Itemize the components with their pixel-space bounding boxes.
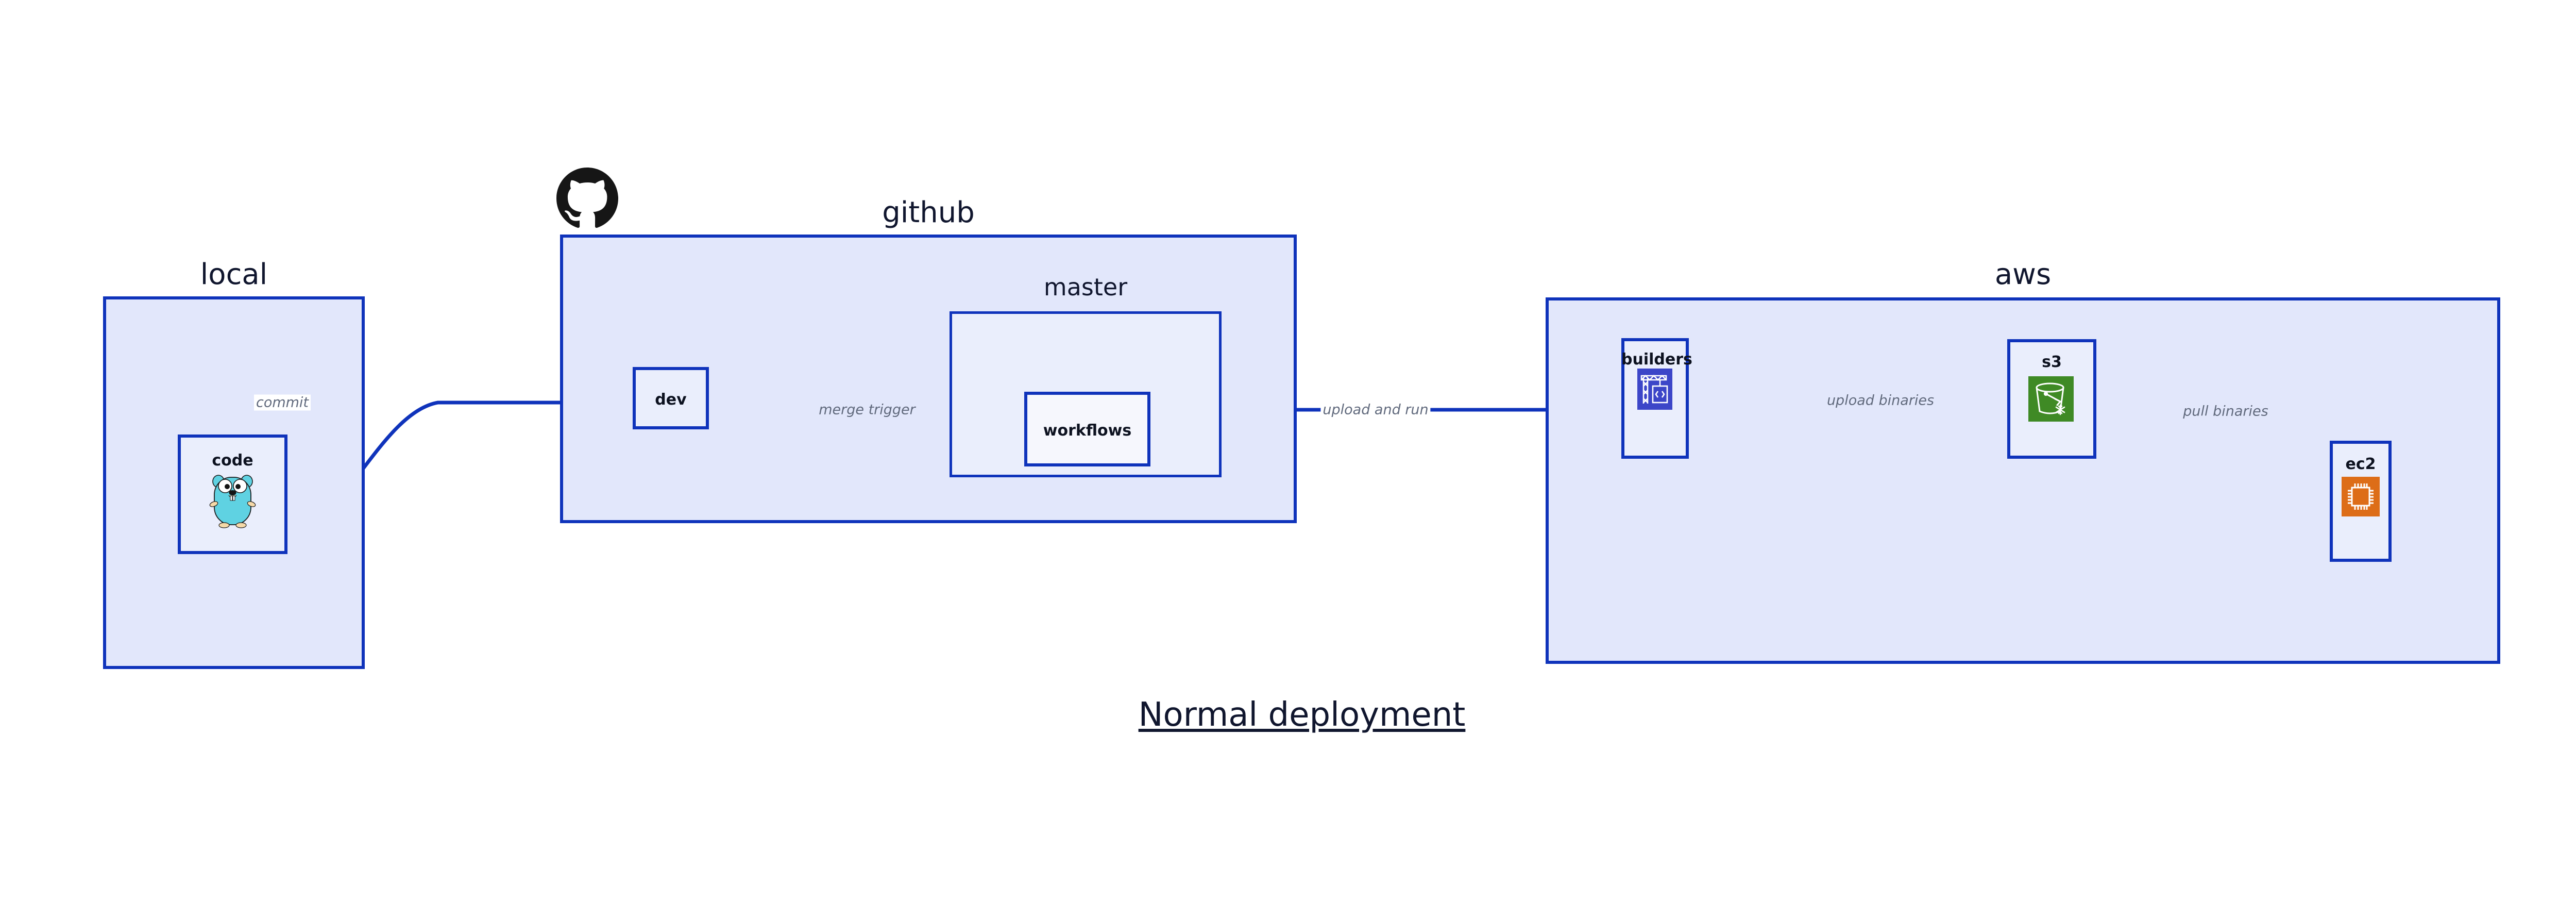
edge-label-pull-binaries: pull binaries	[2181, 403, 2270, 420]
edge-label-merge-trigger-text: merge trigger	[817, 402, 918, 418]
group-label-github: github	[882, 196, 975, 229]
github-octocat-logo	[556, 168, 618, 229]
group-label-aws: aws	[1994, 258, 2052, 291]
node-label-s3: s3	[2042, 353, 2062, 371]
edge-label-commit-text: commit	[253, 394, 311, 411]
node-label-builders: builders	[1621, 350, 1692, 369]
group-label-master: master	[1043, 273, 1128, 301]
edge-label-merge-trigger: merge trigger	[817, 402, 918, 418]
node-label-dev: dev	[655, 391, 687, 409]
diagram-title: Normal deployment	[1138, 696, 1466, 734]
edge-label-commit: commit	[253, 394, 311, 411]
go-gopher-icon	[208, 473, 257, 530]
aws-ec2-icon	[2342, 477, 2380, 516]
node-builders[interactable]	[1621, 338, 1689, 459]
aws-s3-icon	[2028, 376, 2074, 422]
edge-label-upload-binaries-text: upload binaries	[1824, 392, 1937, 409]
node-dev[interactable]	[633, 367, 709, 429]
edge-label-upload-binaries: upload binaries	[1824, 392, 1937, 409]
aws-codebuild-icon	[1637, 369, 1672, 410]
edge-label-upload-and-run: upload and run	[1320, 402, 1431, 418]
node-label-ec2: ec2	[2345, 455, 2376, 473]
edge-label-pull-binaries-text: pull binaries	[2181, 403, 2270, 420]
group-label-local: local	[200, 258, 268, 291]
node-workflows[interactable]	[1024, 392, 1150, 466]
node-label-code: code	[212, 452, 253, 470]
node-label-workflows: workflows	[1043, 422, 1132, 440]
edge-label-upload-and-run-text: upload and run	[1320, 402, 1431, 418]
